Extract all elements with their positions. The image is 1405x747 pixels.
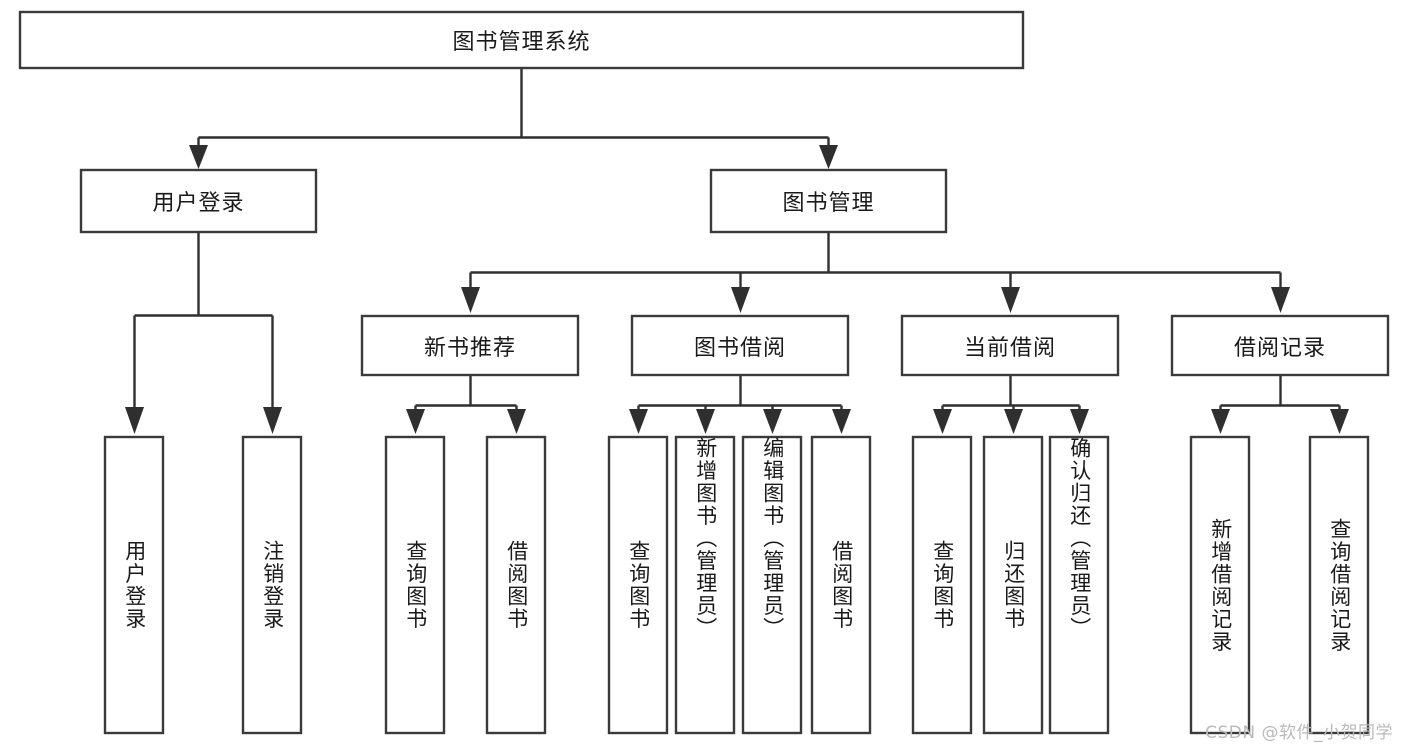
arrow-head-current-borrow [1001,287,1020,313]
connector-group-user-login [125,232,282,434]
connector-group-book-management [461,232,1290,313]
arrow-head-leaf-user-login [125,407,144,434]
node-box-borrow-records[interactable] [1170,314,1390,377]
node-box-leaf-add-book-admin[interactable] [674,435,736,735]
connector-group-borrow-records [1211,375,1349,434]
arrow-head-user-login [189,145,208,169]
arrow-head-book-borrow [731,287,750,313]
csdn-watermark: CSDN @软件_小贺同学 [1205,723,1393,743]
node-box-leaf-borrow-book-2[interactable] [810,435,872,735]
arrow-head-leaf-query-book-3 [933,409,952,434]
node-box-leaf-borrow-book-1[interactable] [485,435,547,735]
node-box-leaf-query-book-3[interactable] [911,435,973,735]
arrow-head-leaf-query-book-1 [406,409,425,434]
node-box-leaf-confirm-return-admin[interactable] [1048,435,1110,735]
node-box-leaf-user-login[interactable] [103,435,165,735]
connector-group-root [189,68,838,169]
arrow-head-leaf-query-book-2 [629,409,648,434]
connector-group-new-book-recommend [406,375,526,434]
node-box-root[interactable] [18,10,1025,70]
node-box-leaf-logout[interactable] [241,435,303,735]
node-box-leaf-add-borrow-record[interactable] [1189,435,1251,735]
node-box-user-login[interactable] [79,168,318,234]
node-box-new-book-recommend[interactable] [360,314,580,377]
arrow-head-leaf-add-book-admin [696,409,715,434]
arrow-head-leaf-borrow-book-2 [832,409,851,434]
node-box-book-borrow[interactable] [630,314,850,377]
node-box-leaf-query-borrow-record[interactable] [1308,435,1370,735]
node-box-leaf-query-book-1[interactable] [384,435,446,735]
arrow-head-leaf-confirm-return-admin [1070,409,1089,434]
node-box-leaf-edit-book-admin[interactable] [741,435,803,735]
node-box-book-management[interactable] [709,168,948,234]
connector-group-current-borrow [933,375,1089,434]
arrow-head-leaf-query-borrow-record [1330,409,1349,434]
arrow-head-new-book-recommend [461,287,480,313]
node-box-leaf-return-book[interactable] [982,435,1044,735]
node-box-leaf-query-book-2[interactable] [607,435,669,735]
arrow-head-book-management [819,145,838,169]
arrow-head-leaf-return-book [1004,409,1023,434]
node-box-current-borrow[interactable] [900,314,1120,377]
arrow-head-borrow-records [1271,287,1290,313]
arrow-head-leaf-logout [263,407,282,434]
arrow-head-leaf-borrow-book-1 [507,409,526,434]
connector-group-book-borrow [629,375,851,434]
arrow-head-leaf-edit-book-admin [763,409,782,434]
arrow-head-leaf-add-borrow-record [1211,409,1230,434]
